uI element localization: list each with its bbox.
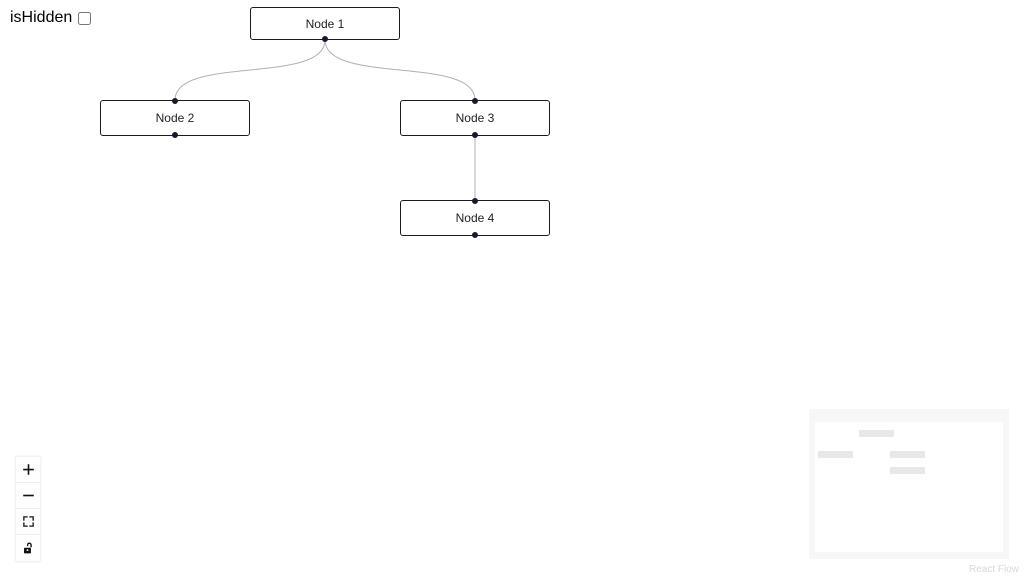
node-1-handle-bottom[interactable] <box>322 36 328 42</box>
node-2[interactable]: Node 2 <box>100 98 250 138</box>
controls-panel <box>16 457 40 561</box>
ishidden-label: isHidden <box>10 9 73 26</box>
node-2-handle-top[interactable] <box>172 98 178 104</box>
fit-view-icon <box>22 515 35 528</box>
minimap-node-1 <box>859 430 894 437</box>
minimap-viewport-mask <box>815 422 1003 552</box>
react-flow-attribution[interactable]: React Flow <box>968 564 1019 575</box>
zoom-in-button[interactable] <box>16 457 40 483</box>
panel-top-left: isHidden <box>10 9 92 26</box>
node-1[interactable]: Node 1 <box>250 7 400 42</box>
minimap[interactable] <box>809 409 1009 559</box>
fit-view-button[interactable] <box>16 509 40 535</box>
node-4-handle-top[interactable] <box>472 198 478 204</box>
plus-icon <box>22 463 35 476</box>
minimap-svg <box>815 422 1003 552</box>
node-3-label: Node 3 <box>455 111 495 125</box>
node-3[interactable]: Node 3 <box>400 98 550 138</box>
minimap-node-2 <box>818 451 853 458</box>
node-4[interactable]: Node 4 <box>400 198 550 238</box>
node-3-handle-top[interactable] <box>472 98 478 104</box>
toggle-interactivity-button[interactable] <box>16 535 40 561</box>
zoom-out-button[interactable] <box>16 483 40 509</box>
node-4-handle-bottom[interactable] <box>472 232 478 238</box>
minimap-node-4 <box>890 467 925 474</box>
node-3-handle-bottom[interactable] <box>472 132 478 138</box>
node-1-label: Node 1 <box>305 16 345 31</box>
node-2-label: Node 2 <box>155 111 195 125</box>
lock-icon <box>22 542 35 555</box>
minus-icon <box>22 489 35 502</box>
ishidden-checkbox[interactable] <box>78 11 92 25</box>
minimap-node-3 <box>890 451 925 458</box>
node-2-handle-bottom[interactable] <box>172 132 178 138</box>
node-4-label: Node 4 <box>455 211 495 225</box>
